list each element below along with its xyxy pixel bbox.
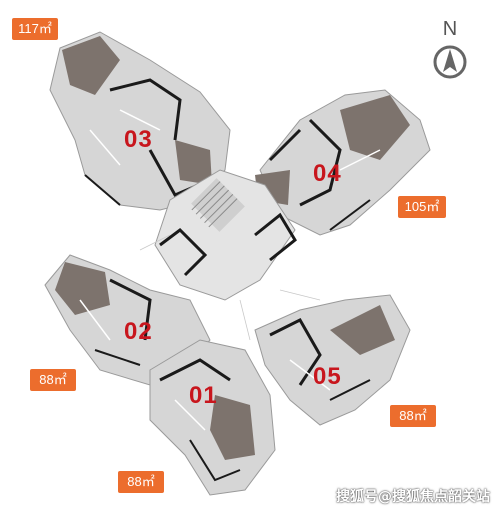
area-badge-105: 105㎡	[398, 196, 446, 218]
compass: N	[430, 18, 470, 82]
unit-number-04: 04	[313, 160, 342, 187]
unit-04-plan	[255, 89, 431, 236]
area-badge-117: 117㎡	[12, 18, 58, 40]
unit-03-plan	[49, 31, 231, 211]
unit-number-05: 05	[313, 363, 342, 390]
unit-number-02: 02	[124, 318, 153, 345]
area-badge-88-right: 88㎡	[390, 405, 436, 427]
watermark: 搜狐号@搜狐焦点韶关站	[336, 489, 490, 505]
unit-number-01: 01	[189, 382, 218, 409]
unit-02-plan	[44, 254, 211, 386]
unit-number-03: 03	[124, 126, 153, 153]
unit-05-plan	[254, 294, 411, 426]
site-lines	[139, 234, 321, 341]
compass-letter: N	[442, 18, 458, 40]
central-core	[154, 169, 297, 301]
area-badge-88-bottom: 88㎡	[118, 471, 164, 493]
unit-01-plan	[149, 339, 276, 496]
north-arrow-icon	[433, 45, 467, 79]
area-badge-88-left: 88㎡	[30, 369, 76, 391]
